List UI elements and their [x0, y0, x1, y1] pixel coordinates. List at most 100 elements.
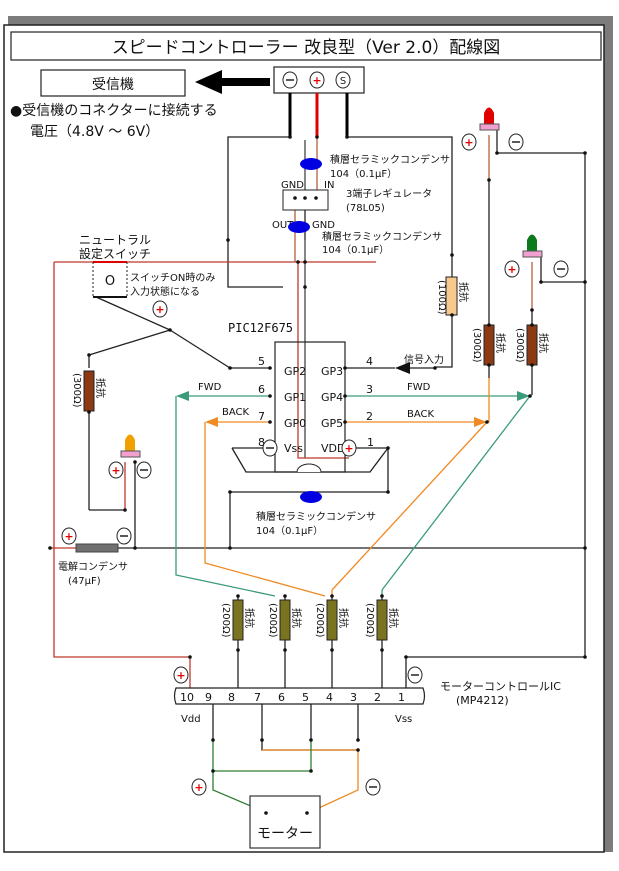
junction-dot [123, 508, 127, 512]
svg-text:+: + [111, 464, 120, 477]
regulator-label-line2: (78L05) [346, 203, 385, 214]
junction-dot [260, 738, 264, 742]
title-box [10, 31, 602, 61]
junction-dot [433, 366, 437, 370]
electrolytic-capacitor [75, 543, 119, 553]
junction-dot [487, 323, 491, 327]
resistor-200-ohm-1: (200Ω) 抵抗 [220, 599, 256, 641]
svg-text:+: + [194, 781, 203, 794]
pic-pin-num: 4 [366, 355, 373, 368]
junction-dot [288, 135, 292, 139]
junction-dot [583, 546, 587, 550]
junction-dot [315, 135, 319, 139]
junction-dot [386, 490, 390, 494]
pic-pin-num: 6 [258, 383, 265, 396]
motor-box [249, 795, 321, 849]
junction-dot [268, 366, 272, 370]
junction-dot [268, 420, 272, 424]
switch-plus-icon: + [152, 300, 168, 318]
vss-minus-icon [262, 439, 278, 457]
junction-dot [450, 313, 454, 317]
junction-dot [133, 546, 137, 550]
led-orange [120, 434, 141, 458]
neutral-switch: O [92, 261, 128, 298]
led-orange-minus-icon [136, 461, 152, 479]
fwd-left-label: FWD [198, 382, 222, 393]
connector-pin-plus: + [309, 71, 325, 89]
junction-dot [583, 655, 587, 659]
motor-ic-pin-label: 5 [302, 691, 309, 704]
pic-pin-num: 5 [258, 355, 265, 368]
svg-text:(200Ω): (200Ω) [267, 603, 278, 638]
svg-text:(200Ω): (200Ω) [314, 603, 325, 638]
junction-dot [211, 738, 215, 742]
junction-dot [356, 748, 360, 752]
svg-text:抵抗: 抵抗 [243, 608, 256, 628]
pic-pin-num: 8 [258, 436, 265, 449]
motor-ic-pin-label: 6 [278, 691, 285, 704]
motor-ic-pin-label: 8 [228, 691, 235, 704]
svg-text:抵抗: 抵抗 [494, 333, 507, 353]
led-red [479, 107, 500, 131]
junction-dot [283, 648, 287, 652]
junction-dot [343, 394, 347, 398]
resistor-300-ohm-left: (300Ω) 抵抗 [71, 370, 107, 412]
ceramic-capacitor-mid [288, 221, 310, 233]
junction-dot [309, 738, 313, 742]
junction-dot [188, 655, 192, 659]
fwd-right-label: FWD [407, 382, 431, 393]
led-green-minus-icon [553, 260, 569, 278]
shadow-top [8, 16, 611, 26]
junction-dot [583, 280, 587, 284]
junction-dot [303, 285, 307, 289]
pic-pin-num: 1 [367, 436, 374, 449]
svg-text:(300Ω): (300Ω) [514, 328, 525, 363]
motor-ic-minus-icon [407, 666, 423, 684]
svg-text:+: + [64, 530, 73, 543]
svg-text:抵抗: 抵抗 [94, 378, 107, 398]
junction-dot [87, 410, 91, 414]
junction-dot [345, 135, 349, 139]
receiver-note-line1: ●受信機のコネクターに接続する [10, 102, 218, 119]
cap-pic-line1: 積層セラミックコンデンサ [256, 510, 376, 523]
junction-dot [485, 420, 489, 424]
cap-pic-line2: 104（0.1μF） [256, 525, 323, 537]
junction-dot [380, 648, 384, 652]
receiver-note-line2: 電圧（4.8V ～ 6V） [30, 124, 159, 140]
elec-cap-line1: 電解コンデンサ [58, 560, 128, 573]
svg-text:抵抗: 抵抗 [290, 608, 303, 628]
junction-dot [330, 594, 334, 598]
junction-dot [356, 738, 360, 742]
junction-dot [386, 446, 390, 450]
motor-plus-icon: + [191, 778, 207, 796]
pic-pin-name: GP1 [284, 391, 306, 404]
cap-mid-line1: 積層セラミックコンデンサ [322, 230, 442, 243]
svg-text:S: S [340, 76, 346, 87]
reg-pin-out: OUT [272, 220, 294, 231]
svg-text:(200Ω): (200Ω) [220, 603, 231, 638]
motor-ic-vdd: Vdd [181, 714, 201, 725]
junction-dot [343, 366, 347, 370]
svg-text:+: + [312, 74, 321, 87]
junction-dot [380, 594, 384, 598]
svg-text:抵抗: 抵抗 [537, 333, 550, 353]
junction-dot [309, 769, 313, 773]
junction-dot [330, 648, 334, 652]
junction-dot [87, 353, 91, 357]
regulator-78l05 [282, 189, 329, 211]
arrow-to-receiver-icon [195, 70, 270, 94]
back-left-label: BACK [222, 407, 250, 418]
elec-cap-line2: (47μF) [68, 576, 101, 587]
motor-ic-pin-label: 7 [254, 691, 261, 704]
cap-mid-line2: 104（0.1μF） [322, 244, 389, 256]
led-green [522, 234, 543, 258]
junction-dot [303, 260, 307, 264]
wires [50, 93, 586, 813]
motor-ic-pin-label: 10 [180, 691, 194, 704]
junction-dot [583, 151, 587, 155]
switch-note-line1: スイッチON時のみ [130, 272, 215, 284]
elec-cap-plus-icon: + [61, 527, 77, 545]
ceramic-capacitor-top [300, 158, 322, 170]
motor-ic-pin-label: 2 [374, 691, 381, 704]
